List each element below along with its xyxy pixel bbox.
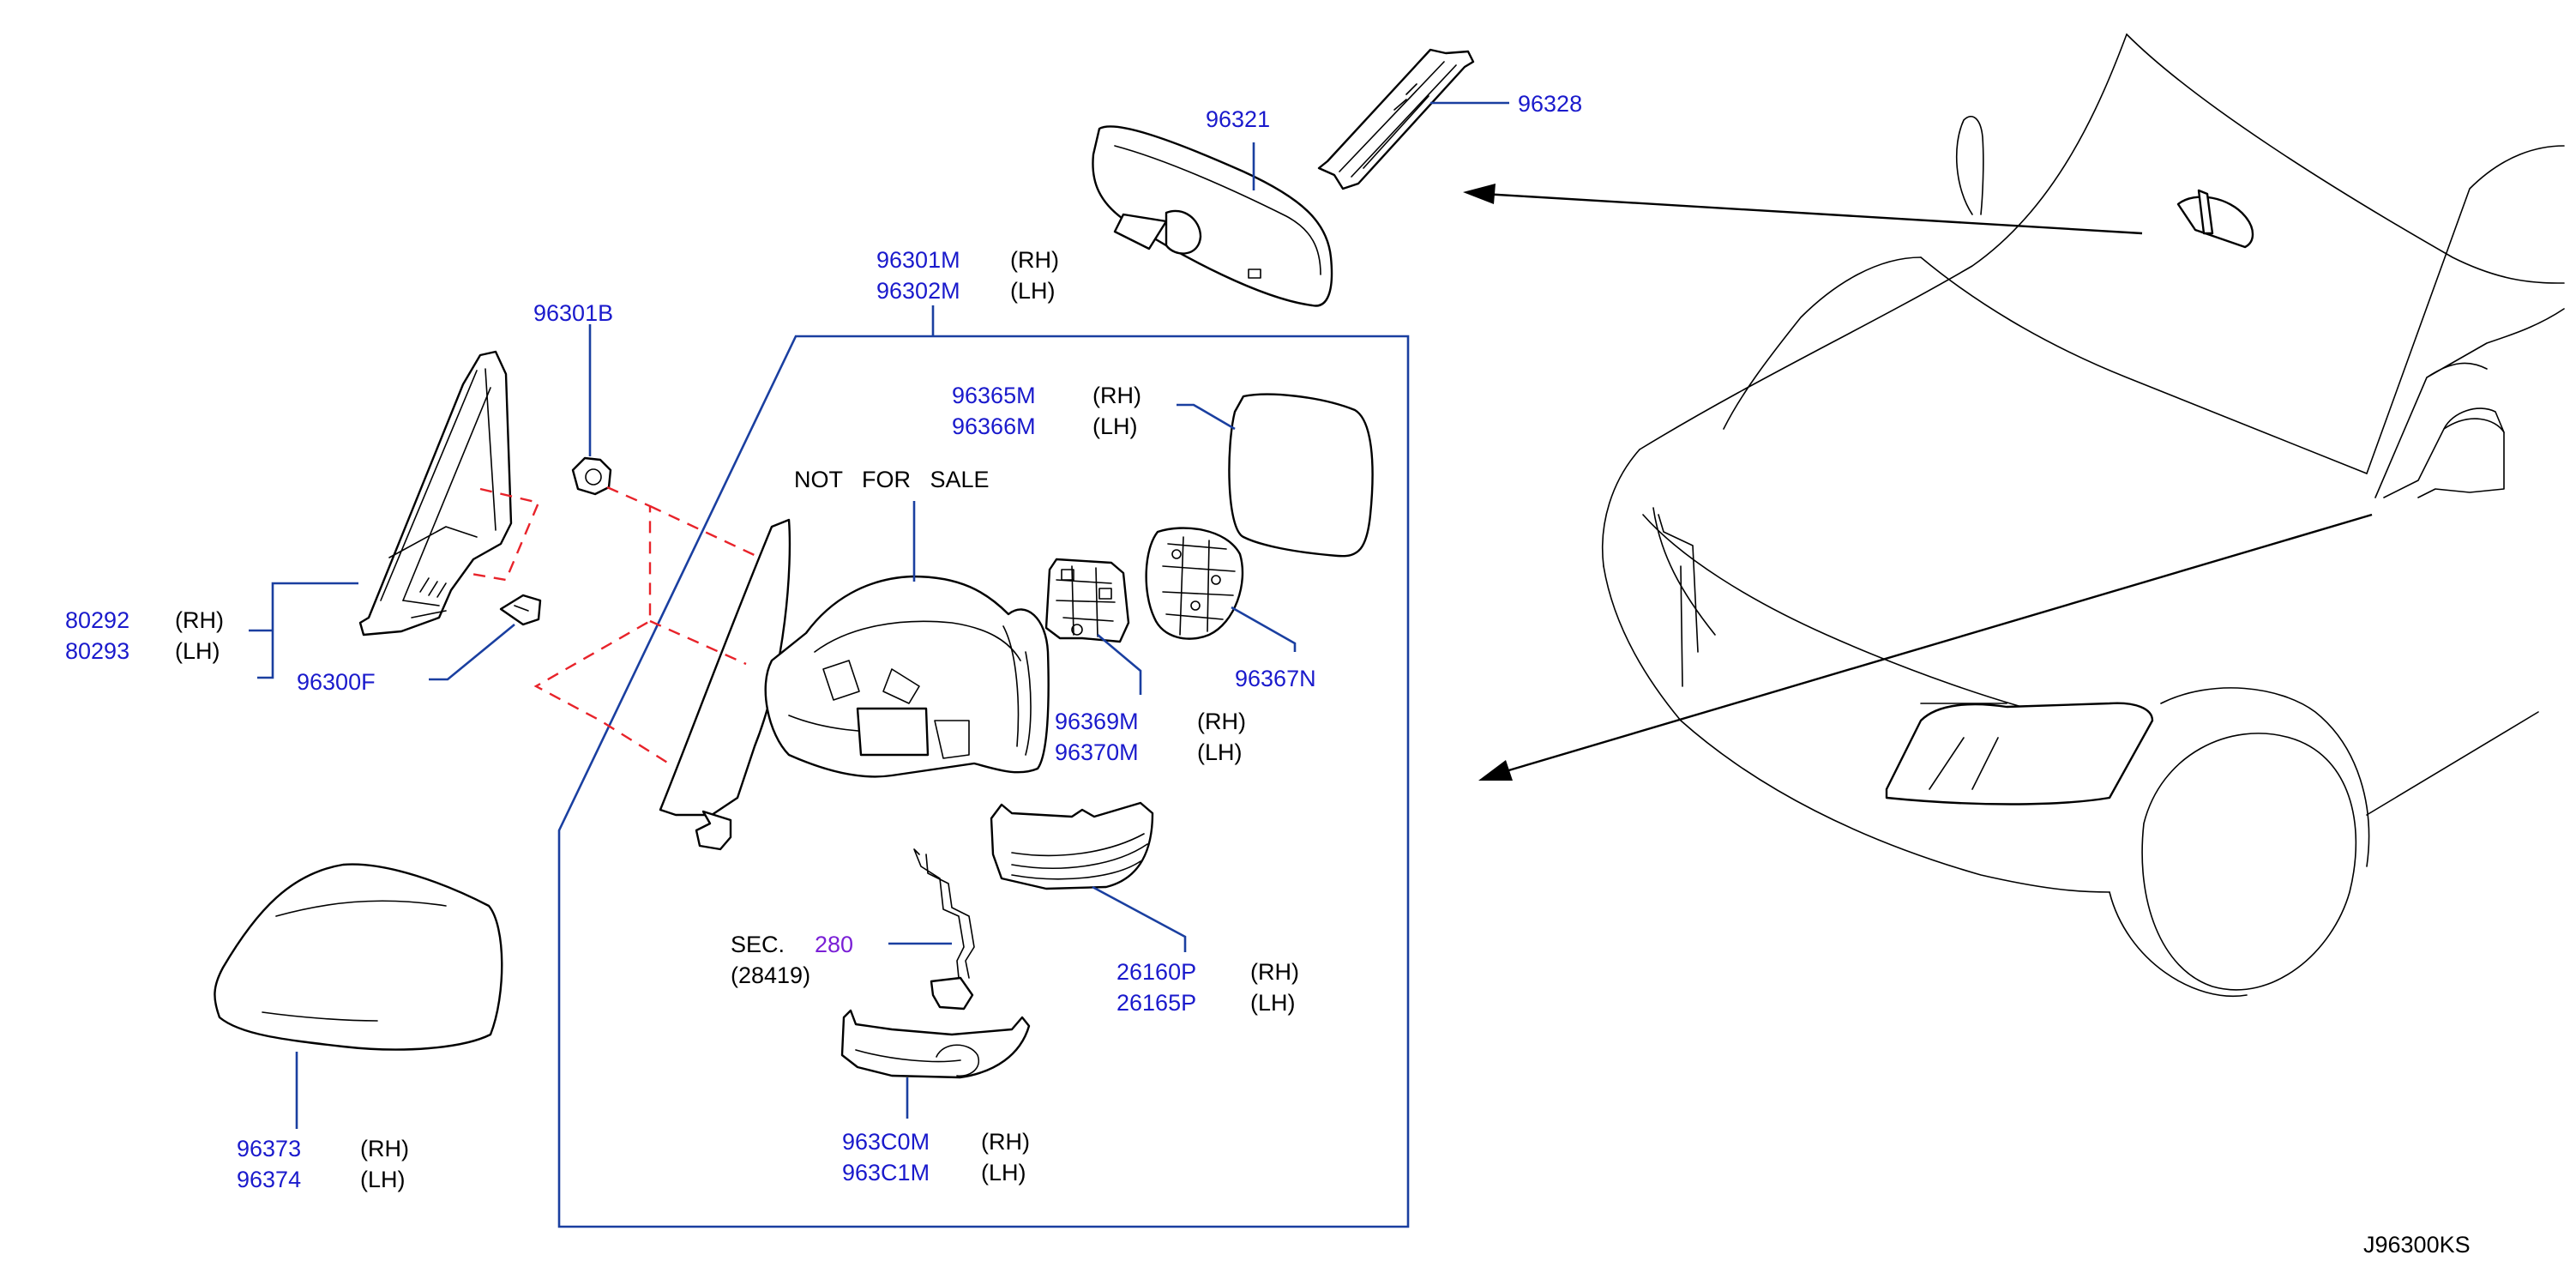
leader-96367N xyxy=(1231,606,1297,652)
bushing-96301B xyxy=(571,456,612,496)
side-rh: (RH) xyxy=(1010,247,1059,273)
side-lh: (LH) xyxy=(360,1167,406,1192)
part-96370M[interactable]: 96370M xyxy=(1055,739,1139,765)
part-80292[interactable]: 80292 xyxy=(65,607,129,633)
part-963C0M[interactable]: 963C0M xyxy=(842,1129,930,1155)
arrow-head-mirror xyxy=(1463,184,1496,204)
part-96301M[interactable]: 96301M xyxy=(876,247,960,273)
wire-harness xyxy=(913,848,975,1011)
side-lh: (LH) xyxy=(1010,278,1056,304)
leader-26160P xyxy=(1092,885,1187,952)
part-96366M[interactable]: 96366M xyxy=(952,413,1036,439)
part-963C1M[interactable]: 963C1M xyxy=(842,1160,930,1186)
vehicle-outline xyxy=(1601,33,2565,997)
part-96365M[interactable]: 96365M xyxy=(952,383,1036,408)
side-lh: (LH) xyxy=(175,638,220,664)
side-lh: (LH) xyxy=(1092,413,1138,439)
side-rh: (RH) xyxy=(1092,383,1141,408)
side-rh: (RH) xyxy=(1250,959,1299,985)
part-80293[interactable]: 80293 xyxy=(65,638,129,664)
sec-label: SEC. xyxy=(731,932,785,957)
mirror-glass xyxy=(1228,393,1374,558)
mirror-base-plate xyxy=(358,350,513,636)
mirror-lower-cover xyxy=(840,1009,1031,1079)
exploded-view-lines xyxy=(466,486,761,765)
mirror-heater-unit xyxy=(1145,527,1244,640)
part-96373[interactable]: 96373 xyxy=(237,1136,301,1161)
side-rh: (RH) xyxy=(1197,709,1246,734)
clip-96300F xyxy=(499,594,542,626)
side-rh: (RH) xyxy=(360,1136,409,1161)
diagram-code: J96300KS xyxy=(2363,1232,2471,1258)
part-96369M[interactable]: 96369M xyxy=(1055,709,1139,734)
part-26160P[interactable]: 26160P xyxy=(1116,959,1196,985)
leader-96300F xyxy=(429,623,515,681)
side-rh: (RH) xyxy=(981,1129,1030,1155)
turn-signal-lamp xyxy=(990,801,1154,890)
rear-view-mirror xyxy=(1092,125,1333,307)
not-for-sale-note: NOT FOR SALE xyxy=(794,467,990,492)
part-96328[interactable]: 96328 xyxy=(1518,91,1582,117)
part-96374[interactable]: 96374 xyxy=(237,1167,301,1192)
pointer-arrows xyxy=(1463,184,2373,781)
side-lh: (LH) xyxy=(981,1160,1026,1186)
mirror-cover-96328 xyxy=(1317,48,1475,190)
part-96301B[interactable]: 96301B xyxy=(533,300,613,326)
arrow-head-door xyxy=(1478,760,1513,781)
leader-96365M xyxy=(1177,403,1236,431)
sec-ref-link[interactable]: 280 xyxy=(815,932,853,957)
side-rh: (RH) xyxy=(175,607,224,633)
assembly-box xyxy=(557,335,1410,1228)
part-96321[interactable]: 96321 xyxy=(1206,106,1270,132)
part-96367N[interactable]: 96367N xyxy=(1235,666,1316,691)
part-96302M[interactable]: 96302M xyxy=(876,278,960,304)
mirror-actuator xyxy=(1044,558,1130,643)
door-mirror-body xyxy=(659,518,1050,851)
part-26165P[interactable]: 26165P xyxy=(1116,990,1196,1016)
side-lh: (LH) xyxy=(1197,739,1243,765)
side-lh: (LH) xyxy=(1250,990,1296,1016)
mirror-cap xyxy=(214,863,503,1051)
leader-96369M xyxy=(1097,634,1142,695)
sec-sub-ref: (28419) xyxy=(731,962,810,988)
part-96300F[interactable]: 96300F xyxy=(297,669,376,695)
